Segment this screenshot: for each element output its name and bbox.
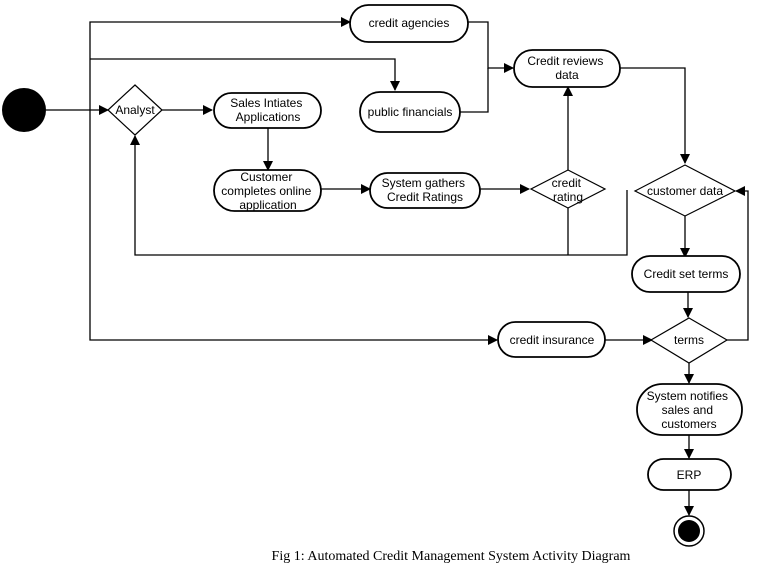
sales-initiates-node xyxy=(213,92,322,129)
credit-set-terms-label: Credit set terms xyxy=(644,267,729,281)
credit-agencies-label: credit agencies xyxy=(369,16,450,30)
start-node xyxy=(2,88,46,132)
edge-to-credit-insurance xyxy=(89,110,498,345)
system-gathers-label: System gathers Credit Ratings xyxy=(382,176,469,204)
credit-reviews-node xyxy=(513,49,621,88)
sales-initiates-label: Sales Intiates Applications xyxy=(230,96,305,124)
customer-completes-node xyxy=(213,169,322,212)
public-financials-node xyxy=(359,91,461,133)
edge-terms-customer-data xyxy=(727,186,749,341)
credit-set-terms-node xyxy=(631,255,741,293)
terms-decision xyxy=(649,317,729,364)
edges xyxy=(46,17,749,516)
edge-to-credit-agencies xyxy=(89,17,351,110)
system-notifies-node xyxy=(636,383,743,436)
credit-agencies-node xyxy=(349,4,469,43)
activity-diagram: credit agencies Credit reviews data Anal… xyxy=(2,4,749,547)
edge-customer-data-analyst xyxy=(130,135,628,256)
end-node xyxy=(673,515,705,547)
analyst-decision xyxy=(107,84,163,136)
credit-insurance-label: credit insurance xyxy=(510,333,595,347)
edge-to-public-financials xyxy=(90,58,400,91)
credit-reviews-label: Credit reviews data xyxy=(527,54,606,82)
customer-data-decision xyxy=(633,164,737,217)
customer-data-label: customer data xyxy=(647,184,723,198)
credit-rating-label: credit rating xyxy=(552,176,585,204)
credit-rating-decision xyxy=(529,169,607,209)
edge-agencies-reviews xyxy=(468,21,514,73)
public-financials-label: public financials xyxy=(368,105,453,119)
system-gathers-node xyxy=(369,172,481,209)
figure-caption: Fig 1: Automated Credit Management Syste… xyxy=(271,549,631,564)
edge-reviews-customer-data xyxy=(620,67,690,164)
erp-node xyxy=(647,458,732,491)
system-notifies-label: System notifies sales and customers xyxy=(647,389,732,431)
edge-financials-reviews xyxy=(460,68,489,113)
erp-label: ERP xyxy=(677,468,702,482)
credit-insurance-node xyxy=(497,321,606,358)
customer-completes-label: Customer completes online application xyxy=(221,170,314,212)
terms-label: terms xyxy=(674,333,704,347)
analyst-label: Analyst xyxy=(115,103,155,117)
